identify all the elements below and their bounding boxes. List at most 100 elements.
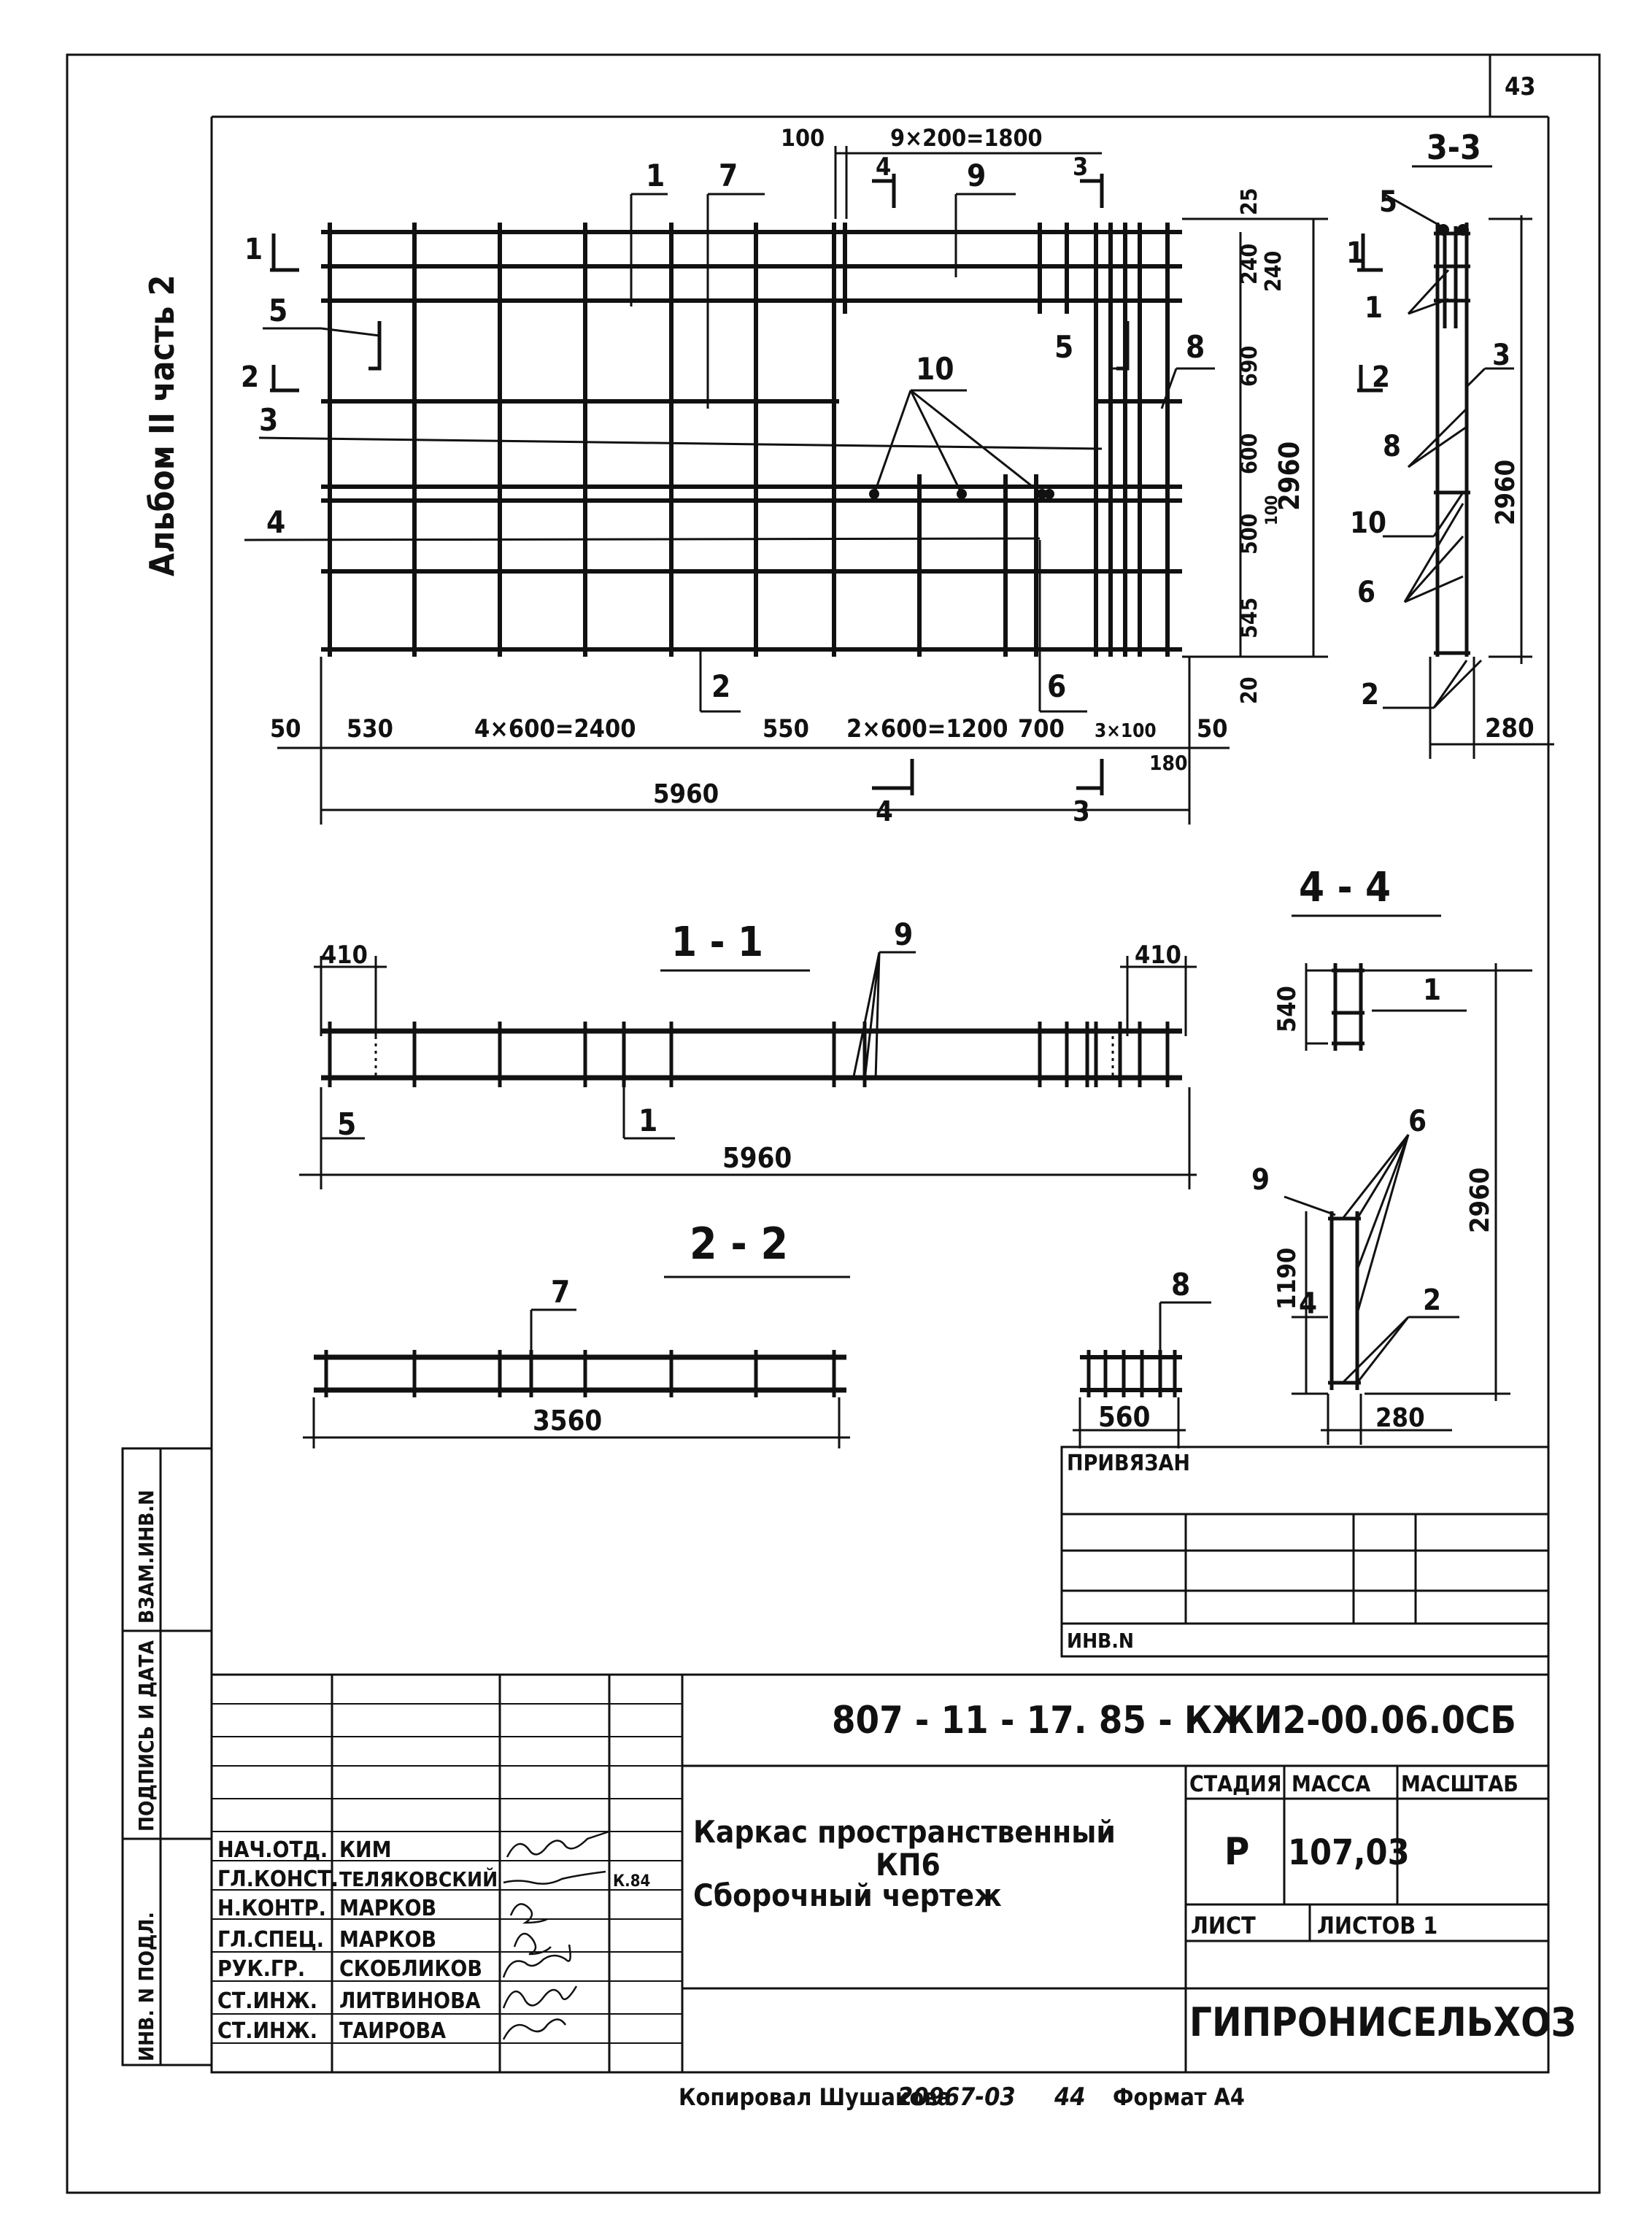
staff-name-3: МАРКОВ bbox=[339, 1927, 436, 1953]
section-8: 8 560 bbox=[1073, 1267, 1211, 1448]
copy-footer: Копировал Шушакова 20967-03 44 Формат А4 bbox=[679, 2083, 1245, 2112]
staff-name-6: ТАИРОВА bbox=[339, 2018, 446, 2044]
dim-240b: 240 bbox=[1261, 251, 1286, 292]
section-1-1: 1 - 1 bbox=[299, 916, 1197, 1189]
dim-530: 530 bbox=[347, 714, 393, 744]
staff-role-1: ГЛ.КОНСТ. bbox=[217, 1867, 339, 1892]
staff-role-2: Н.КОНТР. bbox=[217, 1896, 326, 1921]
dim-180: 180 bbox=[1149, 751, 1188, 775]
dim-3x100: 3×100 bbox=[1095, 720, 1157, 742]
plan-dims: 100 9×200=1800 50 530 4×600=2400 550 2×6… bbox=[270, 124, 1228, 809]
dim-4-4-280: 280 bbox=[1375, 1403, 1425, 1433]
staff-role-4: РУК.ГР. bbox=[217, 1956, 305, 1982]
mass-value: 107,03 bbox=[1288, 1832, 1410, 1873]
title-block-texts: 807 - 11 - 17. 85 - КЖИ2-00.06.0СБ Карка… bbox=[693, 1699, 1576, 2045]
callout-plan-8: 8 bbox=[1186, 329, 1205, 365]
staff-role-0: НАЧ.ОТД. bbox=[217, 1837, 328, 1863]
dim-690: 690 bbox=[1237, 346, 1262, 387]
staff-role-5: СТ.ИНЖ. bbox=[217, 1988, 317, 2014]
callout-1-1-9: 9 bbox=[894, 916, 913, 952]
section-2-2-title: 2 - 2 bbox=[690, 1219, 788, 1270]
callout-plan-5-left: 5 bbox=[269, 293, 287, 328]
callout-plan-5-right: 5 bbox=[1054, 329, 1073, 365]
dim-100-vert: 100 bbox=[1263, 495, 1281, 525]
dim-3-3-280: 280 bbox=[1485, 714, 1535, 744]
strip-podpis: ПОДПИСЬ И ДАТА bbox=[134, 1640, 158, 1832]
callout-4-4-1: 1 bbox=[1423, 973, 1441, 1007]
callout-4-4-9: 9 bbox=[1251, 1163, 1270, 1197]
section-mark-3-top: 3 bbox=[1073, 153, 1088, 182]
org-name: ГИПРОНИСЕЛЬХОЗ bbox=[1189, 1999, 1576, 2045]
title-block bbox=[210, 1673, 1550, 2074]
date-note: К.84 bbox=[613, 1872, 650, 1891]
dim-4-4-2960: 2960 bbox=[1465, 1167, 1495, 1233]
stage-value: Р bbox=[1224, 1830, 1249, 1874]
binding-label: ПРИВЯЗАН bbox=[1067, 1451, 1190, 1476]
section-1-1-title: 1 - 1 bbox=[671, 919, 763, 966]
copy-page: 44 bbox=[1054, 2083, 1086, 2112]
page-number: 43 bbox=[1505, 72, 1536, 101]
dim-550: 550 bbox=[763, 714, 809, 744]
dim-4-4-540: 540 bbox=[1273, 986, 1302, 1033]
dim-500: 500 bbox=[1237, 514, 1262, 555]
dim-5960-plan: 5960 bbox=[653, 779, 719, 809]
dim-1-1-410-right: 410 bbox=[1135, 941, 1181, 970]
callout-4-4-2: 2 bbox=[1423, 1284, 1441, 1317]
dim-2960-plan: 2960 bbox=[1273, 441, 1305, 511]
callout-3-3-3: 3 bbox=[1492, 339, 1510, 372]
strip-inv-podl: ИНВ. N ПОДЛ. bbox=[134, 1912, 158, 2061]
strip-vzam: ВЗАМ.ИНВ.N bbox=[134, 1490, 158, 1624]
section-3-3-title: 3-3 bbox=[1427, 128, 1481, 167]
dim-25: 25 bbox=[1237, 188, 1262, 215]
staff-role-6: СТ.ИНЖ. bbox=[217, 2018, 317, 2044]
scale-label: МАСШТАБ bbox=[1401, 1772, 1518, 1797]
title-line-3: Сборочный чертеж bbox=[693, 1877, 1002, 1913]
copied-by: Копировал Шушакова bbox=[679, 2083, 952, 2111]
dim-545: 545 bbox=[1237, 598, 1262, 638]
dim-top-100: 100 bbox=[781, 124, 825, 152]
callout-3-3-1: 1 bbox=[1365, 291, 1383, 325]
callout-3-3-10: 10 bbox=[1350, 506, 1386, 540]
sheet-label: ЛИСТ bbox=[1191, 1912, 1256, 1940]
section-mark-4-top: 4 bbox=[876, 153, 891, 182]
album-title: Альбом II часть 2 bbox=[142, 275, 182, 576]
staff-role-3: ГЛ.СПЕЦ. bbox=[217, 1927, 324, 1953]
dim-600: 600 bbox=[1237, 433, 1262, 474]
dim-1-1-5960: 5960 bbox=[722, 1142, 792, 1174]
callout-plan-10: 10 bbox=[916, 351, 954, 387]
dim-240a: 240 bbox=[1237, 244, 1262, 285]
binding-table: ПРИВЯЗАН ИНВ.N bbox=[1060, 1446, 1550, 1658]
callout-8-small: 8 bbox=[1171, 1267, 1190, 1302]
dim-top-1800: 9×200=1800 bbox=[890, 124, 1043, 152]
dim-1-1-410-left: 410 bbox=[321, 941, 368, 970]
plan-right-dims: 25 240 240 690 600 100 500 545 20 2960 bbox=[1237, 188, 1305, 704]
dim-1200: 2×600=1200 bbox=[846, 714, 1008, 744]
dim-3-3-2960: 2960 bbox=[1491, 460, 1521, 525]
callout-plan-2: 2 bbox=[711, 668, 730, 704]
dim-2400: 4×600=2400 bbox=[474, 714, 636, 744]
callout-plan-6: 6 bbox=[1047, 668, 1066, 704]
binding-inv-label: ИНВ.N bbox=[1067, 1629, 1134, 1653]
section-marks bbox=[270, 174, 1383, 795]
dim-700: 700 bbox=[1018, 714, 1065, 744]
sheets-label: ЛИСТОВ 1 bbox=[1317, 1912, 1437, 1940]
doc-code: 807 - 11 - 17. 85 - КЖИ2-00.06.0СБ bbox=[832, 1699, 1516, 1742]
plan-dimension-lines bbox=[277, 146, 1328, 825]
callout-plan-7: 7 bbox=[719, 158, 738, 193]
callout-3-3-5: 5 bbox=[1379, 185, 1397, 219]
stage-label: СТАДИЯ bbox=[1189, 1772, 1282, 1797]
callout-1-1-5: 5 bbox=[337, 1106, 356, 1142]
section-mark-4-bottom: 4 bbox=[876, 795, 893, 827]
callout-4-4-4: 4 bbox=[1299, 1287, 1317, 1321]
dim-20: 20 bbox=[1237, 676, 1262, 704]
callout-1-1-1: 1 bbox=[638, 1103, 657, 1138]
dim-4-4-1190: 1190 bbox=[1273, 1248, 1302, 1310]
callout-plan-3: 3 bbox=[259, 402, 278, 438]
signatures bbox=[502, 1830, 610, 2040]
staff-rows: НАЧ.ОТД. КИМ ГЛ.КОНСТ. ТЕЛЯКОВСКИЙ Н.КОН… bbox=[217, 1837, 650, 2044]
staff-name-0: КИМ bbox=[339, 1837, 392, 1863]
section-mark-3-bottom: 3 bbox=[1073, 795, 1090, 827]
section-mark-2-left: 2 bbox=[241, 360, 259, 394]
staff-name-4: СКОБЛИКОВ bbox=[339, 1956, 482, 1982]
callout-3-3-8: 8 bbox=[1383, 430, 1401, 463]
